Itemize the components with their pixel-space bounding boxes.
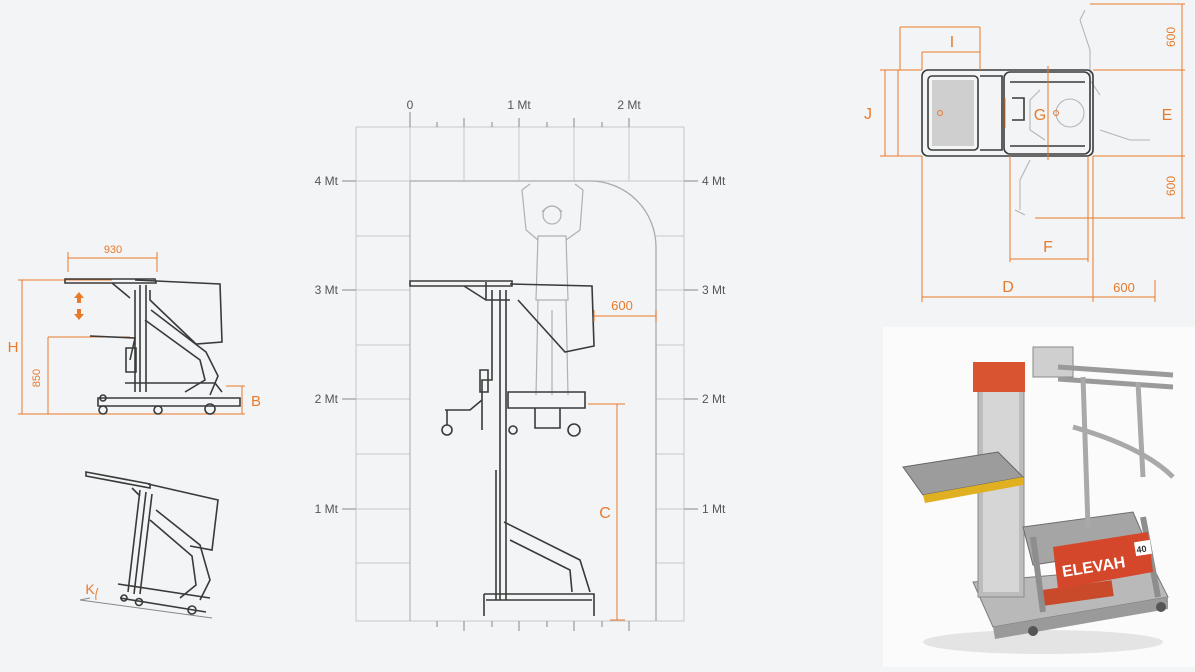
- reach-grid: [342, 112, 698, 631]
- photo-model: 40: [1136, 544, 1147, 555]
- y-tick-right-4: 4 Mt: [702, 174, 726, 188]
- reach-label-c: C: [599, 505, 611, 522]
- side-label-h: H: [8, 339, 19, 356]
- y-tick-right-3: 3 Mt: [702, 283, 726, 297]
- worker-figure: [521, 183, 584, 396]
- x-tick-0: 0: [407, 98, 414, 112]
- side-view-drawing: [18, 252, 245, 415]
- reach-machine-drawing: [409, 280, 595, 616]
- y-tick-left-2: 2 Mt: [315, 392, 339, 406]
- y-tick-left-3: 3 Mt: [315, 283, 339, 297]
- top-label-j: J: [864, 106, 872, 123]
- y-tick-left-1: 1 Mt: [315, 502, 339, 516]
- product-photo-render: ELEVAH 40: [883, 327, 1195, 667]
- x-tick-1: 1 Mt: [507, 98, 531, 112]
- top-label-e: E: [1162, 107, 1173, 124]
- reach-dims: [588, 310, 657, 621]
- y-tick-left-4: 4 Mt: [315, 174, 339, 188]
- clearance-dim: 600: [611, 298, 633, 313]
- top-label-f: F: [1043, 239, 1053, 256]
- top-label-g: G: [1034, 107, 1046, 124]
- folded-label-k: K: [85, 581, 95, 597]
- y-tick-right-1: 1 Mt: [702, 502, 726, 516]
- side-label-b: B: [251, 393, 261, 410]
- side-height-dim: 850: [31, 369, 43, 387]
- folded-view-drawing: [79, 471, 219, 619]
- x-tick-2: 2 Mt: [617, 98, 641, 112]
- top-dim-600-right: 600: [1164, 176, 1178, 196]
- top-dim-600-bottom: 600: [1113, 280, 1135, 295]
- top-view-drawing: [880, 3, 1185, 302]
- top-dim-600-top: 600: [1164, 27, 1178, 47]
- product-photo: ELEVAH 40: [883, 327, 1195, 667]
- side-width-dim: 930: [104, 244, 122, 256]
- y-tick-right-2: 2 Mt: [702, 392, 726, 406]
- top-label-i: I: [950, 34, 954, 51]
- top-label-d: D: [1002, 279, 1014, 296]
